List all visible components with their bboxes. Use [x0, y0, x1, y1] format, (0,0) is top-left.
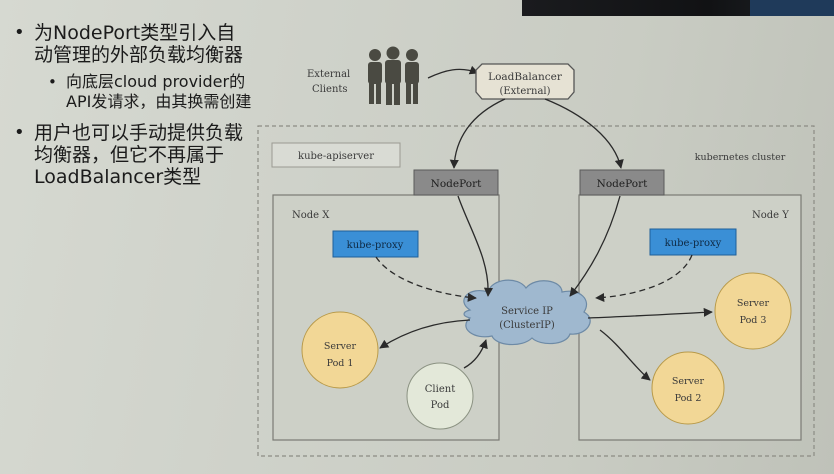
arrow-lb-to-nodeport-left: [449, 98, 506, 169]
service-ip-label: Service IP: [501, 306, 553, 317]
server-pod-3-label: Server: [737, 298, 770, 309]
cluster-label: kubernetes cluster: [695, 152, 786, 163]
server-pod-1: [301, 311, 379, 389]
arrow-clients-to-lb: [427, 65, 479, 79]
external-clients-label: External: [307, 69, 350, 80]
arrow-kube-proxy-left-to-service: [375, 256, 477, 302]
apiserver-label: kube-apiserver: [298, 151, 374, 162]
server-pod-2-label: Server: [672, 376, 705, 387]
external-clients-label: Clients: [312, 84, 348, 95]
nodeport-right-box: [579, 169, 665, 196]
nodeport-right-label: NodePort: [597, 178, 648, 190]
server-pod-3: [714, 272, 792, 350]
loadbalancer-box: [475, 63, 575, 100]
apiserver-box: [271, 142, 401, 168]
client-pod-label: Pod: [431, 400, 450, 411]
server-pod-2: [651, 351, 725, 425]
client-pod-label: Client: [425, 384, 455, 395]
people-icon: [368, 46, 419, 105]
bullet-list: 为NodePort类型引入自动管理的外部负载均衡器 向底层cloud provi…: [8, 22, 253, 188]
bullet-level1: 为NodePort类型引入自动管理的外部负载均衡器: [8, 22, 253, 66]
server-pod-1-label: Server: [324, 341, 357, 352]
arrow-kube-proxy-right-to-service: [595, 254, 693, 303]
bullet-level1: 用户也可以手动提供负载均衡器，但它不再属于LoadBalancer类型: [8, 122, 253, 188]
node-y-label: Node Y: [752, 210, 789, 221]
client-pod: [406, 362, 474, 430]
server-pod-3-label: Pod 3: [740, 315, 767, 326]
cluster-boundary: [257, 125, 815, 457]
node-x-label: Node X: [292, 210, 330, 221]
server-pod-2-label: Pod 2: [675, 393, 702, 404]
nodeport-left-label: NodePort: [431, 178, 482, 190]
kube-proxy-left-box: [332, 230, 419, 258]
nodeport-left-box: [413, 169, 499, 196]
kube-proxy-right-label: kube-proxy: [665, 238, 722, 249]
arrow-service-to-pod3: [587, 307, 713, 319]
arrow-nodeport-left-to-service: [457, 195, 493, 297]
arrow-nodeport-right-to-service: [569, 195, 621, 297]
kube-proxy-left-label: kube-proxy: [347, 240, 404, 251]
arrow-service-to-pod1: [379, 319, 471, 349]
top-accent-bar: [750, 0, 834, 16]
arrow-lb-to-nodeport-right: [544, 98, 624, 169]
service-ip-label: (ClusterIP): [499, 320, 555, 331]
loadbalancer-label: LoadBalancer: [488, 71, 563, 83]
service-ip-cloud: [463, 279, 591, 346]
arrow-service-to-pod2: [599, 329, 651, 381]
kube-proxy-right-box: [649, 228, 737, 256]
server-pod-1-label: Pod 1: [327, 358, 354, 369]
arrow-clientpod-to-service: [463, 339, 488, 369]
loadbalancer-label: (External): [499, 86, 550, 97]
bullet-level2: 向底层cloud provider的API发请求，由其换需创建: [34, 72, 253, 112]
